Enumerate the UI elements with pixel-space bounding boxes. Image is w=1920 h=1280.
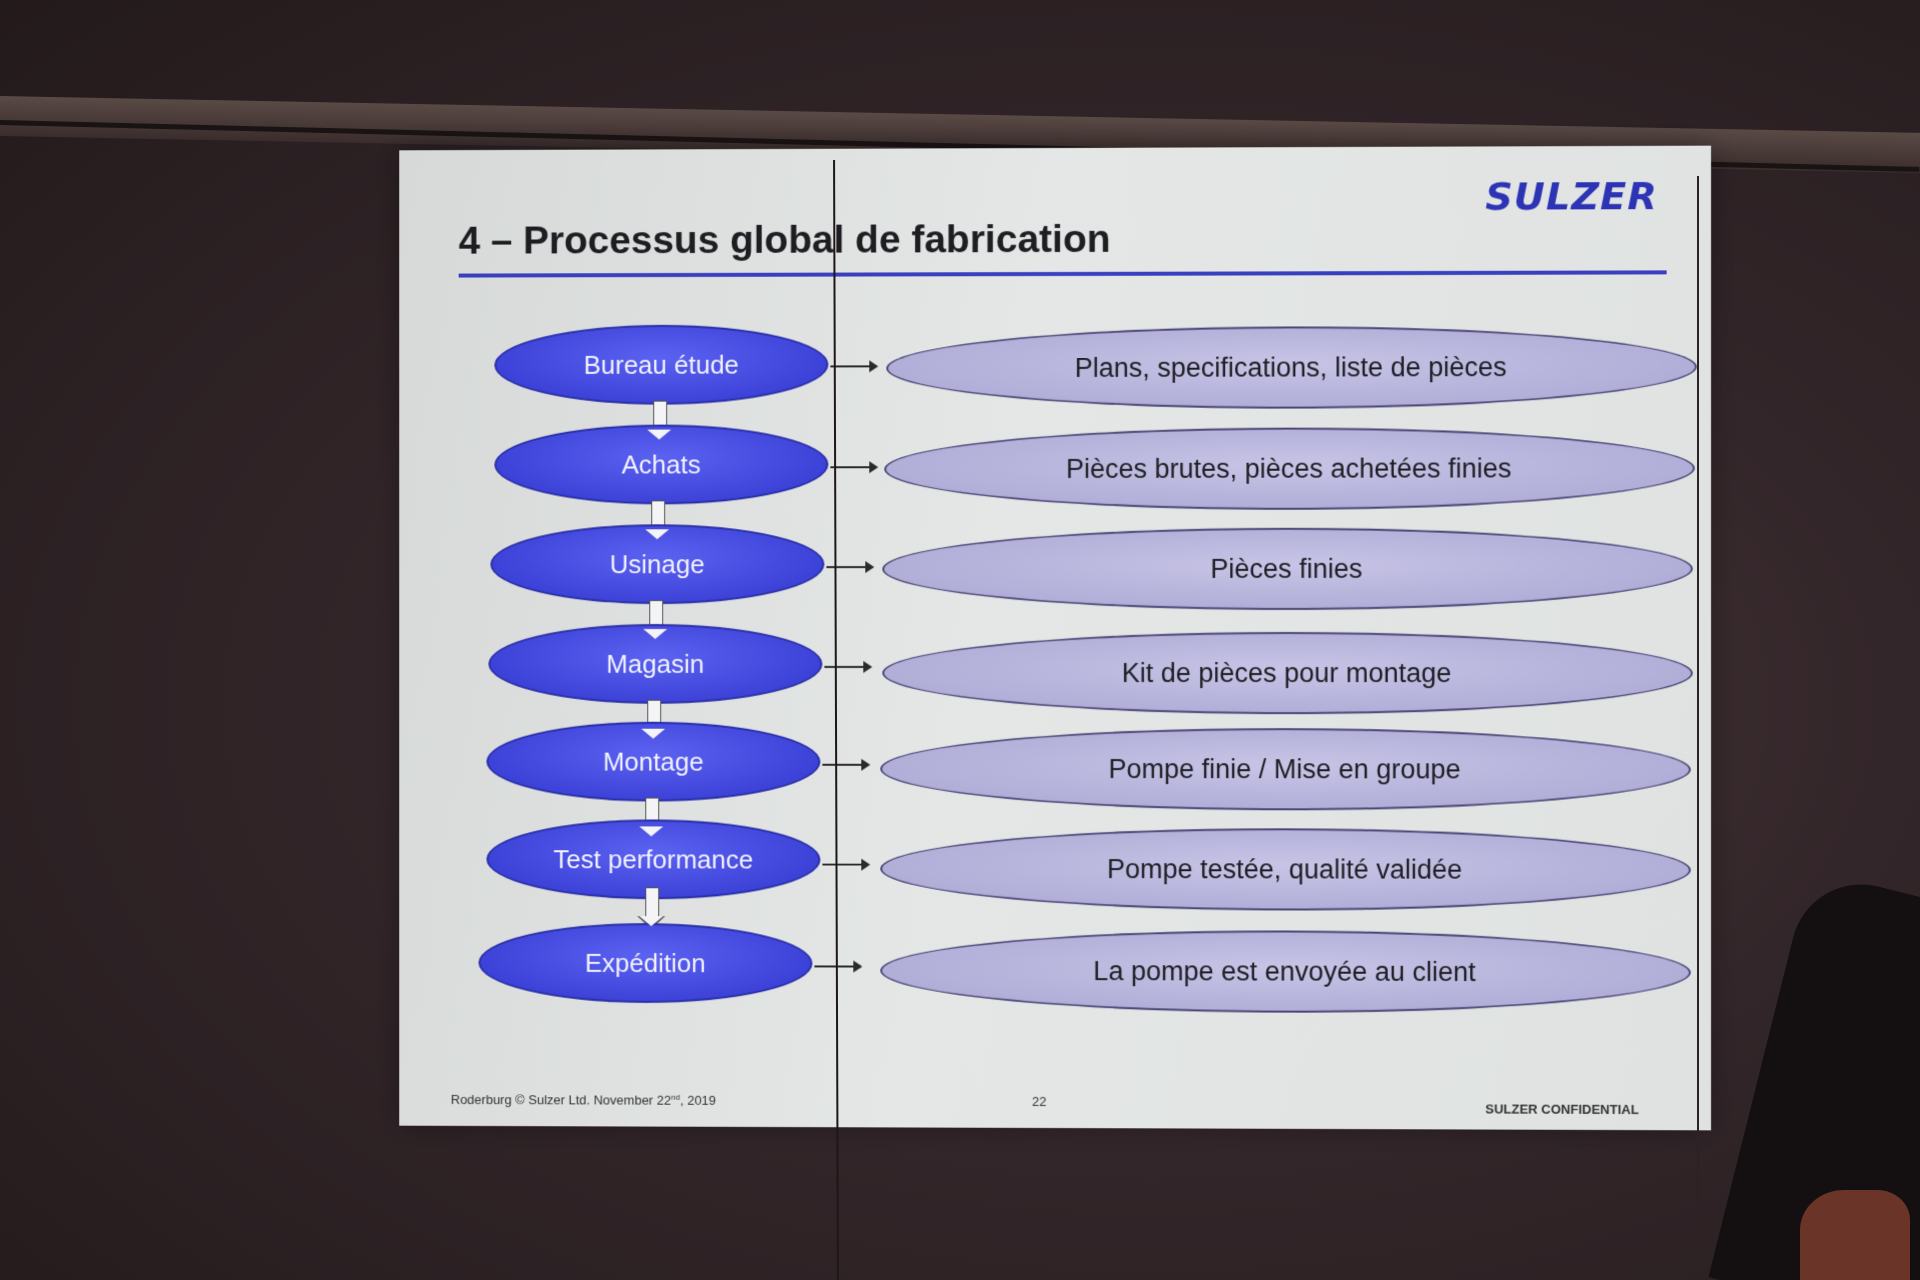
output-5: Pompe finie / Mise en groupe <box>880 727 1691 811</box>
projection-screen: SULZER 4 – Processus global de fabricati… <box>399 145 1712 1131</box>
arrow-right-3 <box>826 566 873 569</box>
arrow-right-4 <box>824 665 871 668</box>
output-3: Pièces finies <box>882 527 1693 611</box>
arrow-right-6 <box>822 863 869 866</box>
step-expedition: Expédition <box>478 922 813 1004</box>
output-4: Kit de pièces pour montage <box>882 631 1693 715</box>
output-1: Plans, specifications, liste de pièces <box>886 325 1697 410</box>
output-2: Pièces brutes, pièces achetées finies <box>884 427 1695 511</box>
step-bureau-etude: Bureau étude <box>494 324 829 405</box>
presenter-hand <box>1800 1190 1910 1280</box>
arrow-right-2 <box>830 466 877 469</box>
footer-confidential: SULZER CONFIDENTIAL <box>1485 1101 1639 1118</box>
output-6: Pompe testée, qualité validée <box>880 827 1691 912</box>
title-underline <box>458 270 1667 278</box>
footer-copyright: Roderburg © Sulzer Ltd. November 22nd, 2… <box>450 1092 716 1109</box>
arrow-right-5 <box>822 763 869 766</box>
screen-seam-right <box>1697 176 1699 1280</box>
page-number: 22 <box>1032 1093 1047 1109</box>
sulzer-logo: SULZER <box>1485 173 1658 219</box>
slide-title: 4 – Processus global de fabrication <box>458 217 1111 263</box>
arrow-down-6 <box>645 887 660 918</box>
arrow-right-1 <box>830 365 877 368</box>
output-7: La pompe est envoyée au client <box>880 929 1691 1014</box>
